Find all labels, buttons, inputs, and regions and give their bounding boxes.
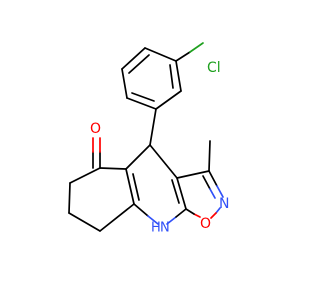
bond-ring-right-upper [175, 60, 182, 92]
bond-c8-c8a [99, 203, 135, 232]
bond-ring-top-right [144, 47, 177, 62]
chlorine-label: Cl [207, 60, 221, 76]
molecule-structure: Cl O N O N H [68, 42, 230, 236]
bond-c-cl-black [175, 51, 191, 62]
bond-c3-n-inner-black [202, 175, 211, 190]
bond-c3a-c3 [176, 170, 210, 179]
bond-c3-methyl [208, 140, 211, 172]
bond-n-o-blue [215, 207, 221, 214]
bond-c4a-c5 [99, 167, 127, 170]
bond-c5-c6 [69, 167, 101, 184]
bond-c9a-c3a-inner [171, 179, 180, 204]
bond-n-c9a-blue [166, 216, 177, 225]
chlorophenyl-ring [121, 47, 182, 110]
bond-c9a-c3a [176, 177, 187, 210]
central-ring [125, 144, 187, 225]
bond-ring-left-lower [126, 97, 157, 110]
bond-c7-c8 [68, 212, 101, 232]
carbonyl-oxygen-label: O [90, 121, 101, 137]
bond-c3-n-inner-blue [209, 188, 216, 199]
bond-c6-c7 [68, 182, 71, 214]
bond-n-c9a [175, 208, 187, 218]
bond-c8a-n [133, 203, 149, 217]
bond-ring-right-lower [155, 90, 182, 110]
bond-ring-left-upper [121, 68, 128, 99]
bond-c3-n-blue [216, 185, 224, 198]
ring-oxygen-label: O [200, 216, 211, 232]
cyclohexanone-ring [68, 167, 135, 232]
bond-n-c8a-blue [147, 215, 159, 225]
bond-ring-left-lower-inner [131, 92, 155, 102]
bond-c3a-c4 [149, 144, 178, 179]
bond-ring-right-upper-inner [169, 64, 174, 89]
bond-o-c9a-black [185, 208, 195, 215]
isoxazole-ring [176, 170, 224, 219]
amine-nitrogen-label: N [160, 221, 170, 236]
bond-phenyl-to-c4 [149, 108, 157, 146]
bond-c-cl-green [189, 42, 204, 53]
bond-c4-c4a [125, 144, 151, 170]
amine-hydrogen-label: H [151, 221, 161, 236]
bond-c4a-c8a [125, 168, 135, 205]
bond-o-c9a-red [193, 213, 201, 218]
ring-nitrogen-label: N [219, 196, 229, 212]
bond-n-o-red [210, 212, 217, 219]
bond-c4a-c8a-inner [132, 173, 140, 201]
bond-c3-n-black [208, 170, 218, 187]
bond-ring-top [121, 47, 146, 70]
bond-ring-top-inner [128, 54, 150, 74]
